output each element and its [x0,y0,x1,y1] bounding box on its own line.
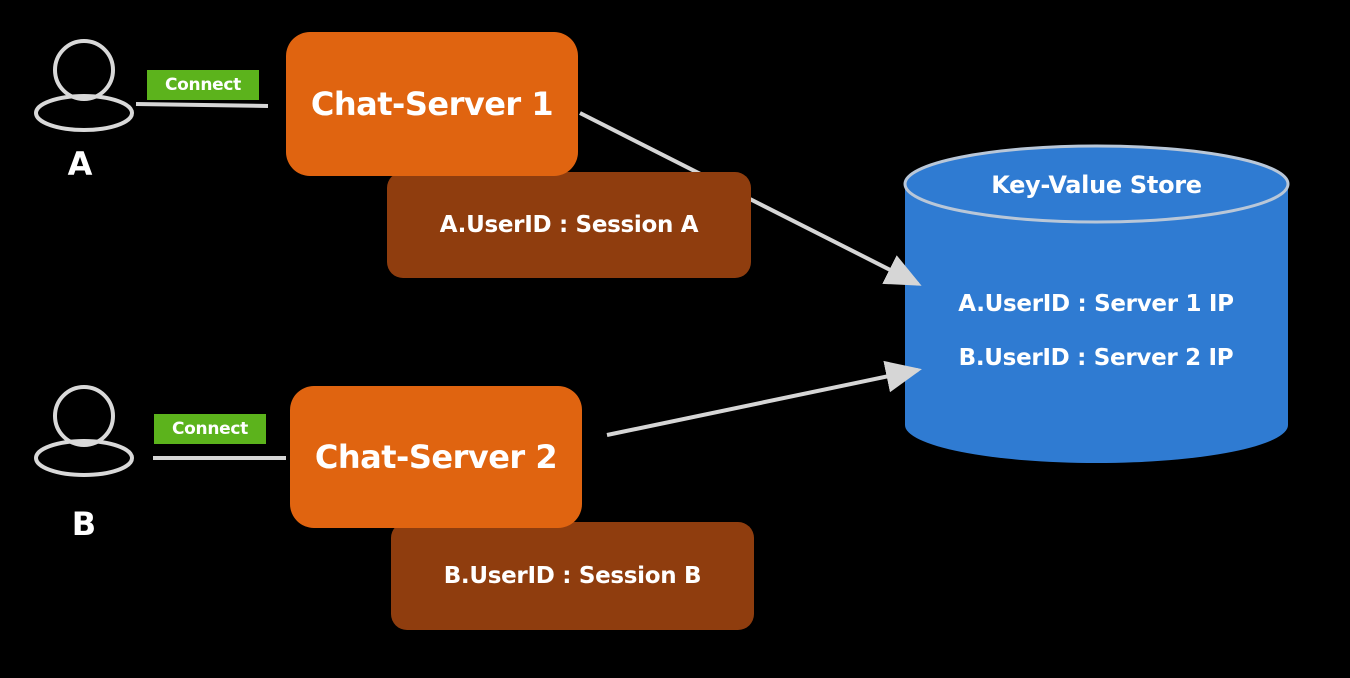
session-box-a: A.UserID : Session A [387,172,751,278]
arrow-server2-to-store [606,360,922,437]
cylinder-body [905,184,1288,463]
user-a-label: A [67,145,93,183]
connect-tag-b: Connect [154,414,266,444]
chat-server-1-box: Chat-Server 1 [286,32,578,176]
user-a-icon [34,39,134,132]
chat-server-2-box: Chat-Server 2 [290,386,582,528]
connection-line-a [135,102,269,108]
cylinder-top [903,144,1290,224]
key-value-store-cylinder [903,144,1290,463]
store-entry-b: B.UserID : Server 2 IP [958,345,1234,371]
connect-tag-a: Connect [147,70,259,100]
user-b-label: B [71,505,97,543]
session-box-b: B.UserID : Session B [391,522,754,630]
key-value-store-title: Key-Value Store [991,171,1202,199]
user-b-icon [34,385,134,477]
store-entry-a: A.UserID : Server 1 IP [958,291,1234,317]
